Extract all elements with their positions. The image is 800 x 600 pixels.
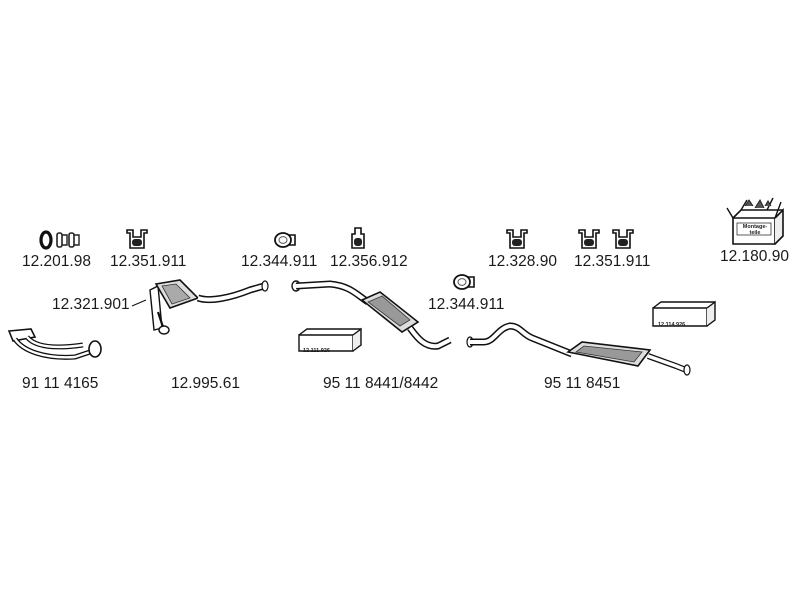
part-number-hanger: 12.351.911	[110, 253, 187, 270]
front-pipe-icon	[7, 328, 102, 360]
part-number-middle-silencer: 95 11 8441/8442	[323, 375, 439, 392]
seal-ring-icon	[39, 230, 80, 250]
pipe-clamp-icon	[274, 232, 296, 248]
rubber-hanger-icon	[351, 227, 365, 249]
rubber-hanger-icon	[578, 229, 634, 249]
part-number-mounting-kit: 12.180.90	[720, 248, 789, 265]
rubber-hanger-icon	[126, 229, 148, 249]
rear-silencer-icon	[466, 322, 691, 376]
middle-silencer-icon	[291, 280, 452, 350]
rear-kit-box-icon	[652, 300, 716, 327]
middle-kit-box-text: 12.111.926	[303, 348, 330, 354]
mounting-kit-box-text: Montage-teile	[742, 224, 768, 236]
part-number-hanger: 12.351.911	[574, 253, 651, 270]
part-number-front-pipe: 91 11 4165	[22, 375, 99, 392]
part-number-gasket: 12.321.901	[52, 296, 130, 313]
catalytic-converter-icon	[149, 279, 269, 335]
middle-kit-box-icon	[298, 327, 362, 352]
part-number-catalyst: 12.995.61	[171, 375, 240, 392]
part-number-clamp: 12.344.911	[428, 296, 505, 313]
part-number-rear-silencer: 95 11 8451	[544, 375, 621, 392]
pipe-clamp-icon	[453, 274, 475, 290]
part-number-clamp: 12.344.911	[241, 253, 318, 270]
part-number-seal-ring: 12.201.98	[22, 253, 91, 270]
rear-kit-box-text: 12.114.926	[658, 322, 686, 328]
rubber-hanger-icon	[506, 229, 528, 249]
part-number-hanger: 12.328.90	[488, 253, 557, 270]
flange-gasket-icon	[131, 299, 147, 307]
mounting-kit-box-icon	[726, 197, 784, 245]
part-number-hanger: 12.356.912	[330, 253, 408, 270]
